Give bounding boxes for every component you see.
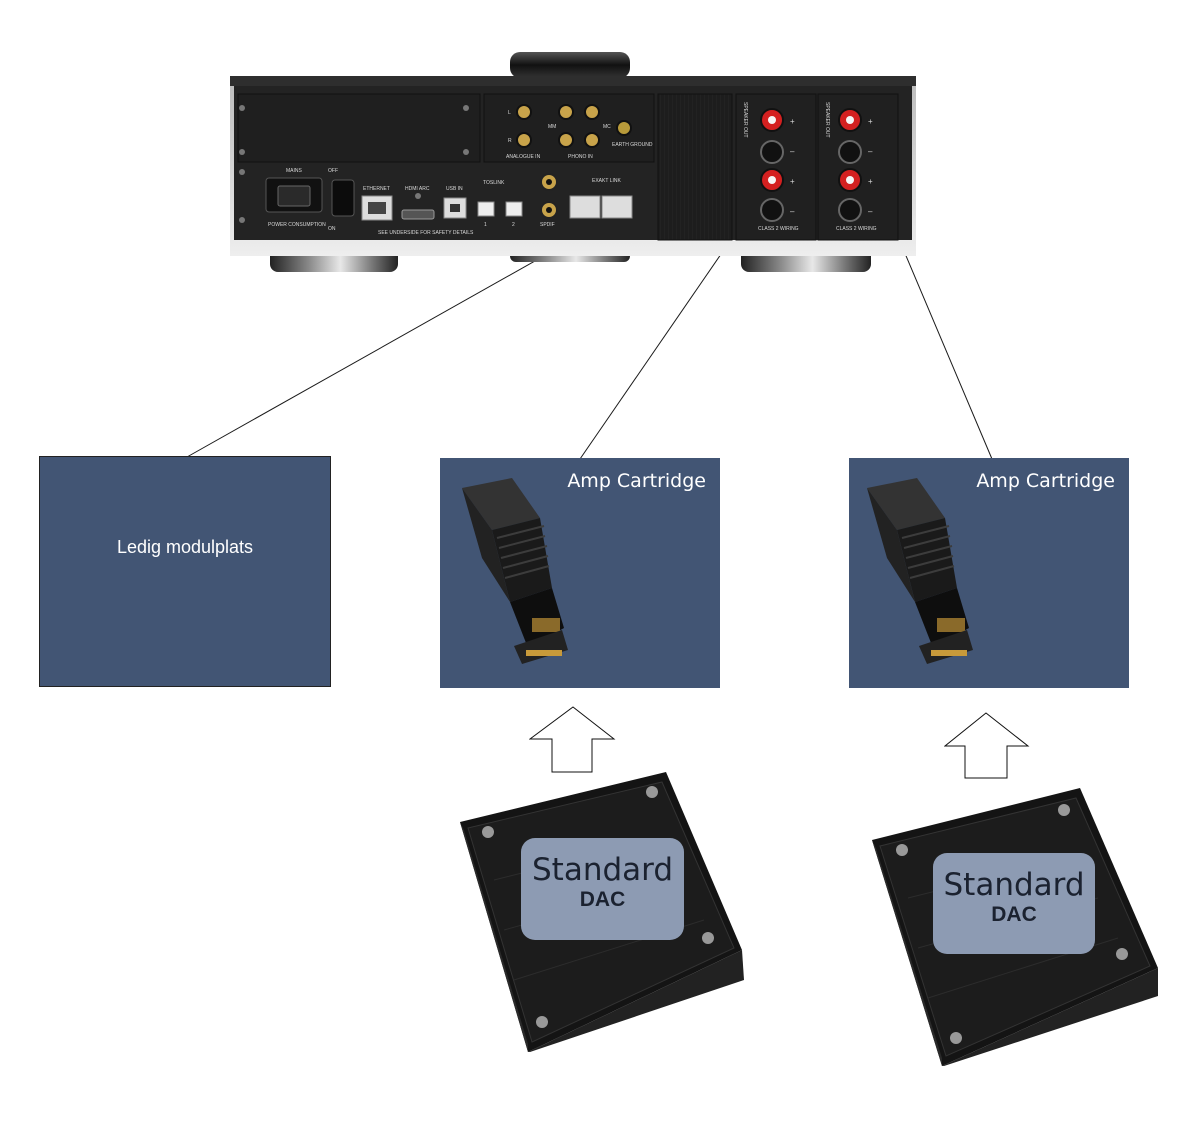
empty-slot-label: Ledig modulplats: [116, 537, 254, 557]
class2-wiring-2-label: CLASS 2 WIRING: [836, 226, 877, 232]
volume-knob: [510, 52, 630, 78]
dac-2-line1: Standard: [943, 867, 1085, 903]
amp-cartridge-1-image: [462, 478, 568, 664]
dac-2-line2: DAC: [991, 903, 1037, 926]
terminal-1-l-minus: [760, 198, 784, 222]
amp-cartridge-2-label: Amp Cartridge: [976, 470, 1115, 492]
speaker-out-2-label: SPEAKER OUT: [824, 102, 830, 138]
earth-ground-terminal: [616, 120, 632, 136]
amp-cartridge-1-label: Amp Cartridge: [567, 470, 706, 492]
amplifier-rear-panel: MAINS POWER CONSUMPTION OFF ON ETHERNET …: [230, 52, 916, 272]
amp-cartridge-2-image: [867, 478, 973, 664]
toslink-label: TOSLINK: [483, 180, 505, 186]
minus-2r-label: –: [868, 147, 873, 156]
ethernet-port: [361, 195, 393, 221]
hdmi-arc-label: HDMI ARC: [405, 186, 430, 192]
up-arrow-2: [944, 712, 1030, 779]
phono-mm-r: [558, 132, 574, 148]
phono-mm-l: [558, 104, 574, 120]
terminal-2-l-minus: [838, 198, 862, 222]
analogue-l-label: L: [508, 110, 511, 116]
minus-1l-label: –: [790, 207, 795, 216]
usb-in-label: USB IN: [446, 186, 463, 192]
minus-1r-label: –: [790, 147, 795, 156]
amp-cartridge-box-1: Amp Cartridge: [440, 458, 720, 688]
exakt-link-port-1: [569, 195, 601, 219]
phono-in-label: PHONO IN: [568, 154, 593, 160]
dac-1-label: Standard DAC: [521, 838, 684, 940]
empty-module-bay: [657, 93, 733, 241]
phono-mc-r: [584, 132, 600, 148]
plus-1l-label: +: [790, 177, 795, 186]
analogue-in-label: ANALOGUE IN: [506, 154, 541, 160]
class2-wiring-1-label: CLASS 2 WIRING: [758, 226, 799, 232]
exakt-link-label: EXAKT LINK: [592, 178, 621, 184]
terminal-1-r-minus: [760, 140, 784, 164]
phono-mc-l: [584, 104, 600, 120]
power-consumption-label: POWER CONSUMPTION: [268, 222, 326, 228]
empty-slot-box: Ledig modulplats: [39, 456, 331, 687]
speaker-out-1-label: SPEAKER OUT: [742, 102, 748, 138]
toslink-2-label: 2: [512, 222, 515, 228]
mc-label: MC: [603, 124, 611, 130]
exakt-link-port-2: [601, 195, 633, 219]
power-switch: [331, 179, 355, 217]
analogue-in-l: [516, 104, 532, 120]
analogue-r-label: R: [508, 138, 512, 144]
on-label: ON: [328, 226, 336, 232]
analogue-in-r: [516, 132, 532, 148]
off-label: OFF: [328, 168, 338, 174]
plus-2r-label: +: [868, 117, 873, 126]
mm-label: MM: [548, 124, 556, 130]
dac-1-line2: DAC: [579, 888, 626, 911]
terminal-2-r-minus: [838, 140, 862, 164]
minus-2l-label: –: [868, 207, 873, 216]
toslink-port-2: [505, 201, 523, 217]
up-arrow-1: [529, 706, 616, 773]
earth-ground-label: EARTH GROUND: [612, 142, 653, 148]
plus-2l-label: +: [868, 177, 873, 186]
safety-note: SEE UNDERSIDE FOR SAFETY DETAILS: [378, 230, 474, 236]
toslink-1-label: 1: [484, 222, 487, 228]
dac-1-line1: Standard: [531, 852, 674, 888]
plus-1r-label: +: [790, 117, 795, 126]
amp-cartridge-box-2: Amp Cartridge: [849, 458, 1129, 688]
toslink-port-1: [477, 201, 495, 217]
hdmi-port: [401, 209, 435, 220]
ethernet-label: ETHERNET: [363, 186, 390, 192]
mains-label: MAINS: [286, 168, 303, 174]
dac-2-label: Standard DAC: [933, 853, 1095, 954]
spdif-label: SPDIF: [540, 222, 555, 228]
